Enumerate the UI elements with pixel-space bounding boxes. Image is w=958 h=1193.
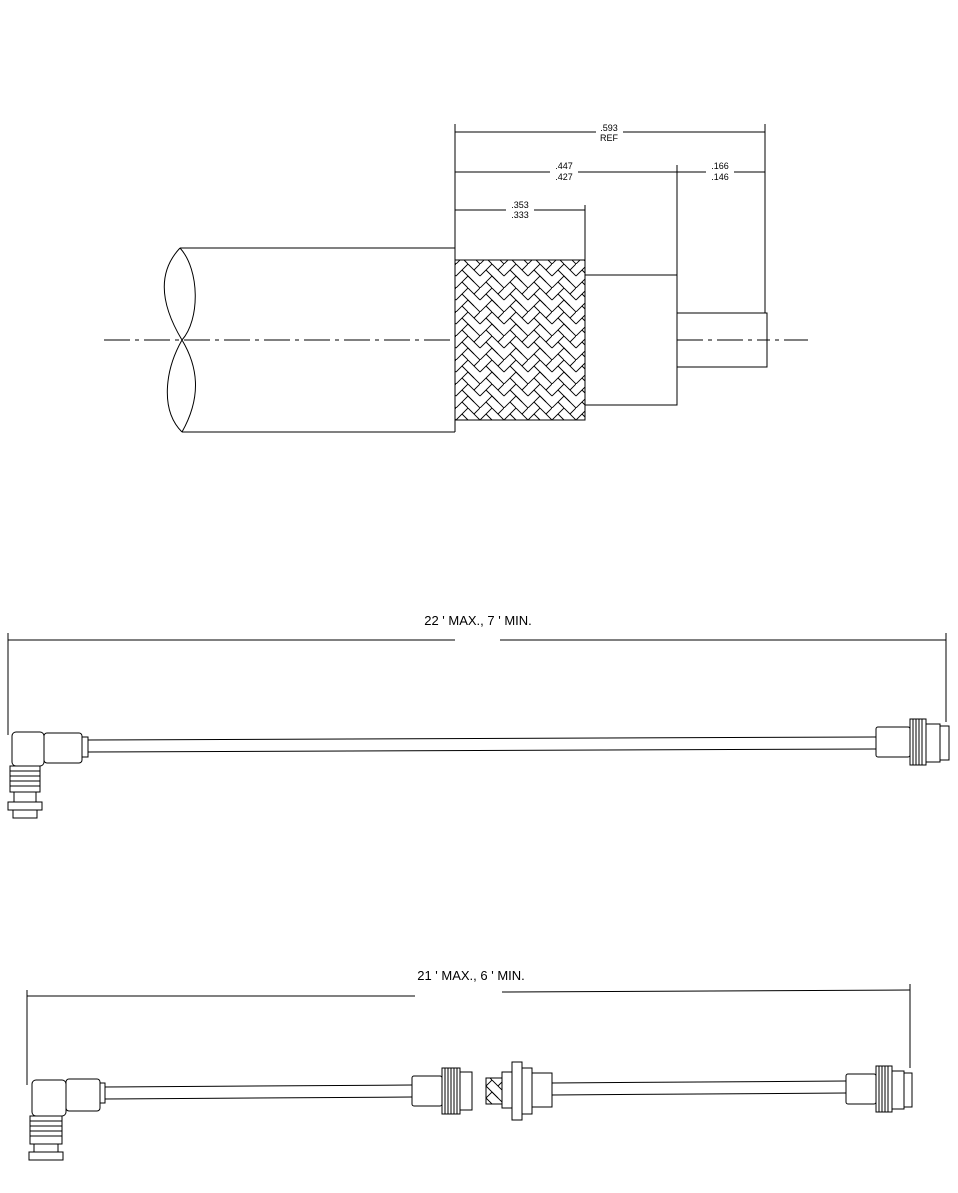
assembly-1-length-label: 22 ' MAX., 7 ' MIN. [424, 613, 532, 628]
dim-pin-to-jacket-max: .447 [555, 161, 573, 171]
cable-assembly-2: 21 ' MAX., 6 ' MIN. [27, 968, 912, 1160]
dim-braid-max: .353 [511, 200, 529, 210]
assembly-2-length-label: 21 ' MAX., 6 ' MIN. [417, 968, 525, 983]
braid-shield [455, 260, 585, 420]
dim-center-pin-max: .166 [711, 161, 729, 171]
inline-plug-connector [412, 1068, 472, 1114]
dielectric [585, 275, 677, 405]
dim-overall-value: .593 [600, 123, 618, 133]
right-angle-connector-left [8, 732, 88, 818]
cable-assembly-1: 22 ' MAX., 7 ' MIN. [8, 613, 949, 818]
right-angle-connector-left-2 [29, 1079, 105, 1160]
dim-center-pin-min: .146 [711, 172, 729, 182]
dimension-pin-to-jacket: .447 .427 [455, 161, 677, 182]
dim-pin-to-jacket-min: .427 [555, 172, 573, 182]
bulkhead-receptacle [486, 1062, 552, 1120]
cable-end-detail: .593 REF .447 .427 .166 .146 .353 .333 [104, 123, 808, 432]
straight-connector-right [876, 719, 949, 765]
dimension-braid: .353 .333 [455, 200, 585, 220]
dim-overall-note: REF [600, 133, 619, 143]
dim-braid-min: .333 [511, 210, 529, 220]
dimension-center-pin: .166 .146 [677, 161, 765, 182]
dimension-overall: .593 REF [455, 123, 765, 143]
straight-connector-right-2 [846, 1066, 912, 1112]
